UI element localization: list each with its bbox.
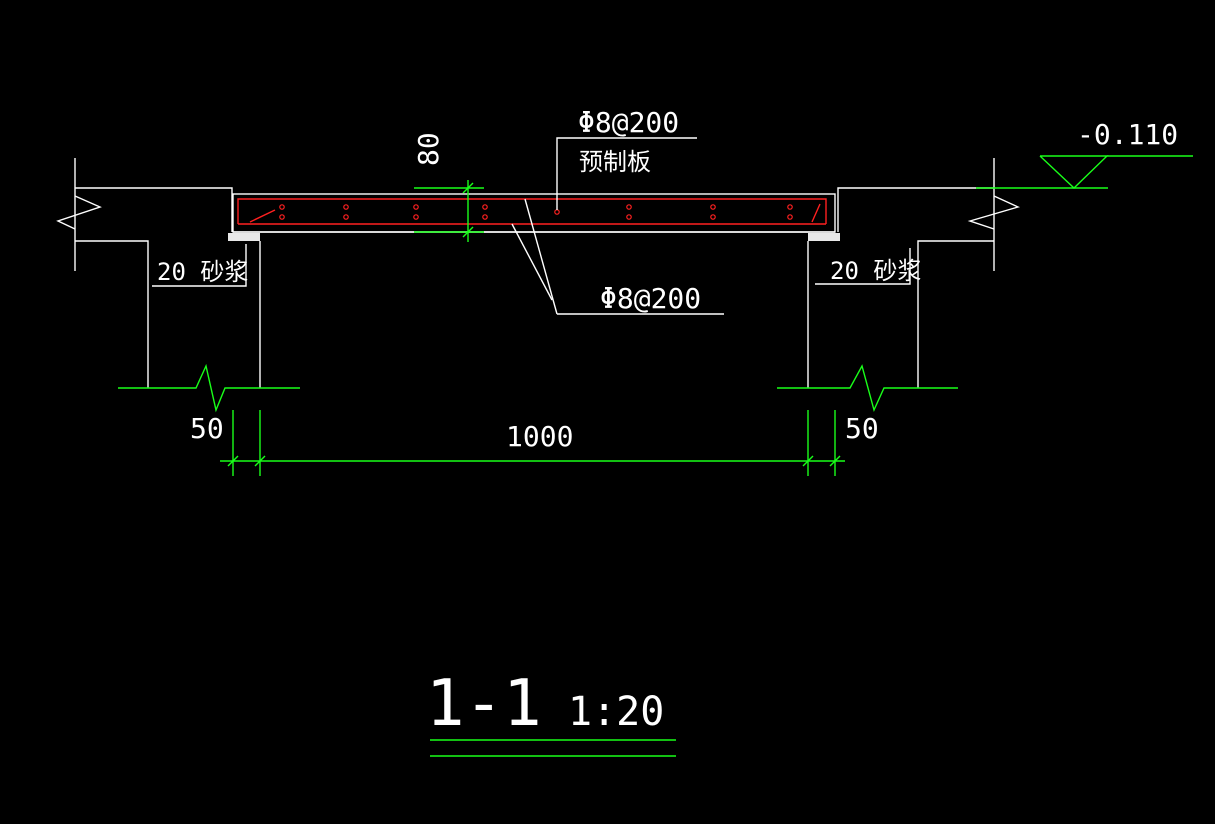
ground-lines — [118, 363, 958, 413]
elevation-marker — [976, 155, 1193, 189]
right-bearing-dimension-text: 50 — [845, 412, 879, 445]
mortar-label-right: 20 砂浆 — [830, 257, 921, 285]
mortar-label-left: 20 砂浆 — [157, 258, 248, 286]
left-bearing-dimension-text: 50 — [190, 412, 224, 445]
rebar-dots — [279, 204, 793, 220]
rebar-cage — [237, 198, 827, 225]
left-wall — [56, 158, 261, 388]
thickness-dimension — [414, 180, 484, 242]
section-scale: 1:20 — [568, 689, 664, 735]
right-wall — [807, 158, 1020, 388]
mortar-pad-left — [228, 233, 260, 241]
clear-span-dimension-text: 1000 — [506, 420, 573, 453]
bottom-rebar-label: Φ8@200 — [600, 282, 701, 315]
leaders — [511, 137, 724, 315]
span-dimension — [220, 410, 845, 476]
mortar-pads — [228, 233, 840, 241]
elevation-label: -0.110 — [1077, 118, 1178, 151]
top-rebar-label: Φ8@200 — [578, 106, 679, 139]
section-title: 1-1 — [426, 667, 542, 741]
thickness-dimension-text: 80 — [412, 132, 445, 166]
slab-type-label: 预制板 — [579, 148, 651, 176]
mortar-pad-right — [808, 233, 840, 241]
title-underline — [430, 739, 676, 757]
